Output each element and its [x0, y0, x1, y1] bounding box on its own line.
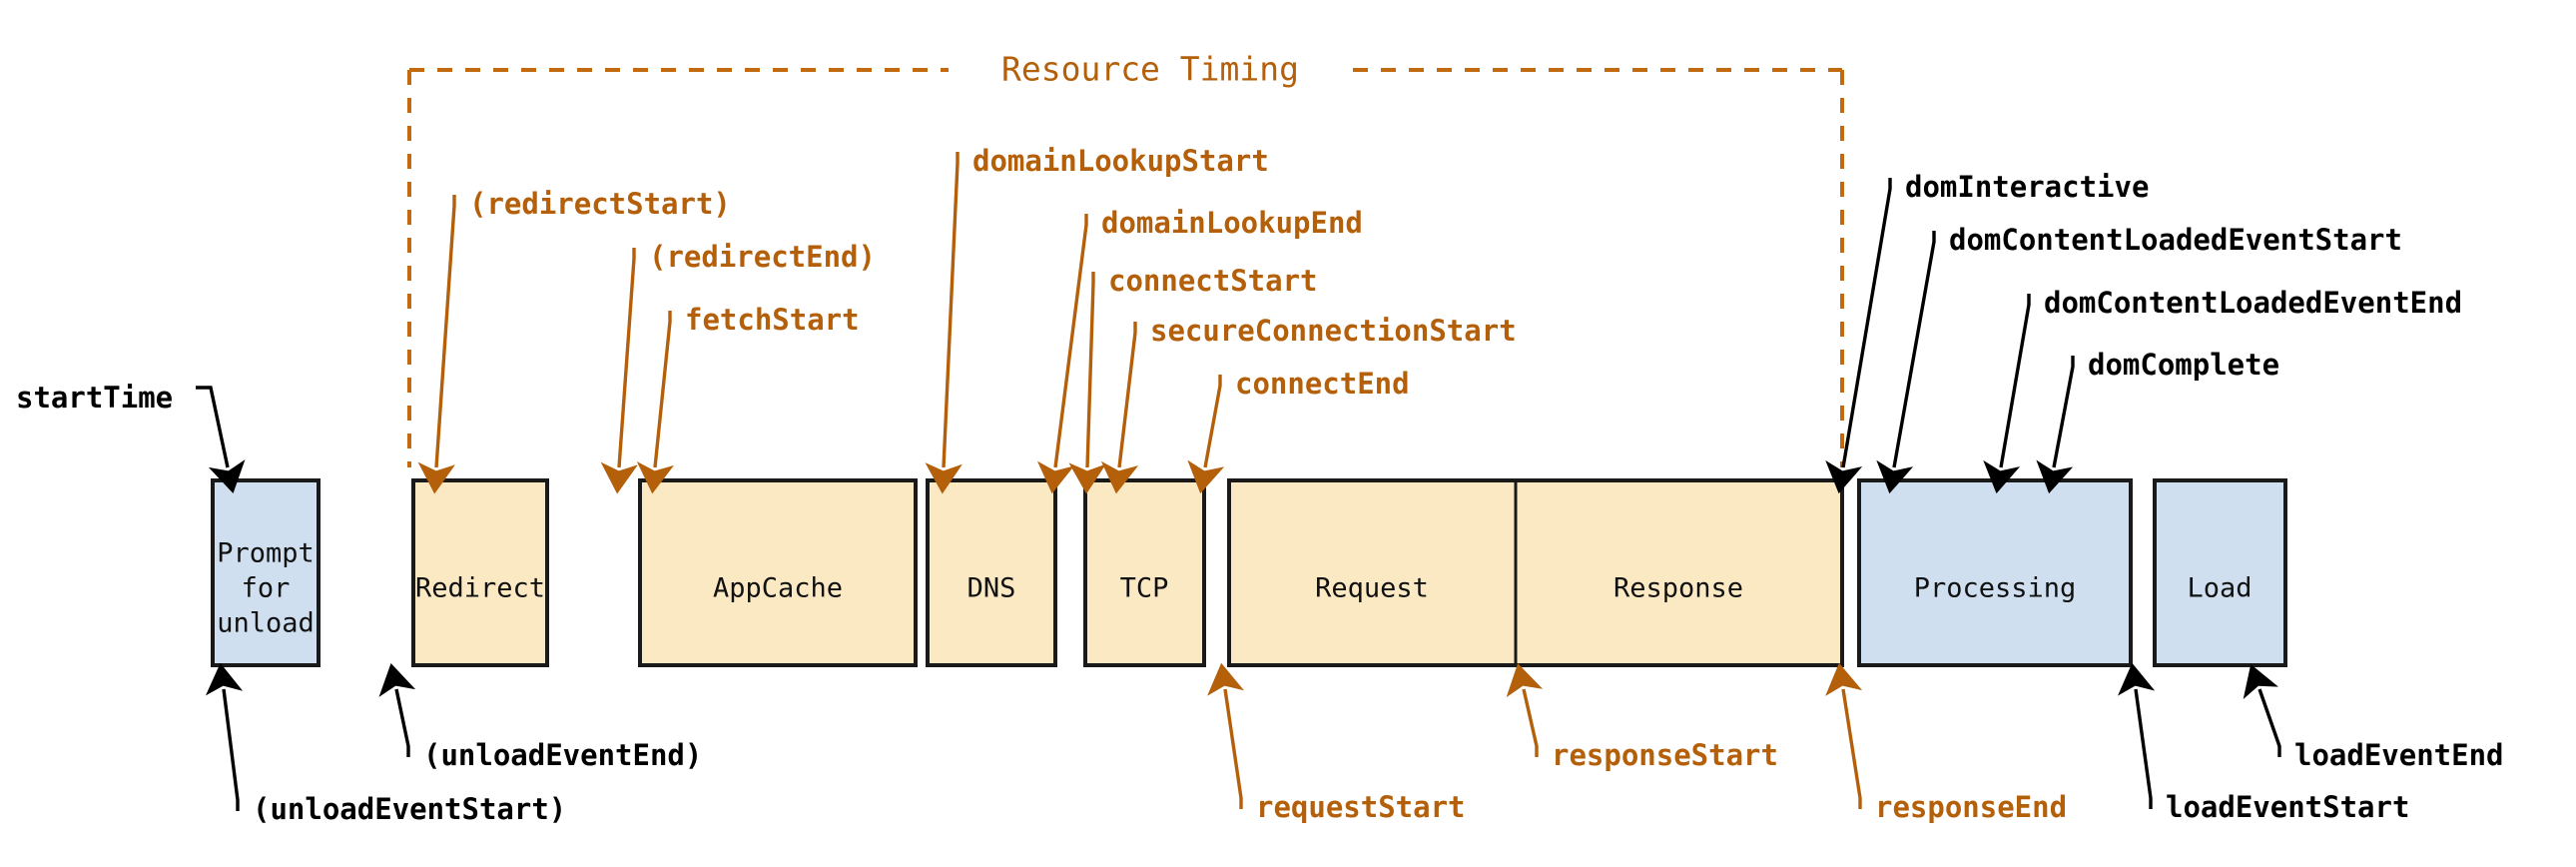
- phase-box-prompt-for-unload[interactable]: [211, 478, 321, 667]
- phase-box-load[interactable]: [2153, 478, 2287, 667]
- mark-label-loadEventStart: loadEventStart: [2166, 790, 2409, 824]
- phase-label-load: Load: [2187, 573, 2252, 604]
- mark-leader-domComplete: [2036, 356, 2075, 494]
- phase-box-tcp[interactable]: [1083, 478, 1206, 667]
- mark-label-domInteractive: domInteractive: [1905, 170, 2149, 204]
- mark-label-requestStart: requestStart: [1256, 790, 1466, 824]
- marks-top-black: domInteractive domContentLoadedEventStar…: [1825, 170, 2462, 494]
- mark-label-redirectStart: (redirectStart): [469, 187, 731, 221]
- mark-startTime: startTime: [16, 381, 246, 493]
- mark-label-secureConnectionStart: secureConnectionStart: [1150, 314, 1517, 348]
- phase-box-dns[interactable]: [926, 478, 1057, 667]
- mark-leader-secureConnectionStart: [1100, 322, 1139, 494]
- mark-leader-domainLookupEnd: [1036, 214, 1088, 494]
- marks-bottom: (unloadEventStart) (unloadEventEnd) requ…: [205, 662, 2504, 826]
- mark-label-domComplete: domComplete: [2088, 348, 2279, 382]
- mark-leader-domainLookupStart: [925, 152, 963, 494]
- mark-leader-responseStart: [1506, 663, 1544, 757]
- marks-top-orange: (redirectStart) (redirectEnd) fetchStart…: [417, 144, 1517, 494]
- mark-label-loadEventEnd: loadEventEnd: [2294, 738, 2504, 772]
- mark-label-connectStart: connectStart: [1108, 264, 1318, 298]
- mark-leader-redirectEnd: [600, 248, 638, 494]
- mark-leader-fetchStart: [636, 311, 675, 494]
- mark-label-unloadEventStart: (unloadEventStart): [253, 792, 566, 826]
- phase-label-response: Response: [1613, 573, 1743, 604]
- mark-label-responseStart: responseStart: [1552, 738, 1778, 772]
- mark-leader-connectStart: [1068, 272, 1106, 494]
- phase-label-redirect: Redirect: [415, 573, 545, 604]
- mark-label-connectEnd: connectEnd: [1235, 367, 1410, 401]
- mark-leader-startTime: [196, 386, 246, 493]
- mark-label-unloadEventEnd: (unloadEventEnd): [423, 738, 702, 772]
- mark-leader-requestStart: [1207, 662, 1245, 809]
- phase-box-redirect[interactable]: [411, 478, 549, 667]
- phase-box-processing[interactable]: [1857, 478, 2133, 667]
- phase-label-prompt-line1: Prompt: [217, 538, 315, 569]
- phase-boxes: Prompt for unload Redirect AppCache DNS …: [211, 478, 2287, 667]
- mark-leader-domInteractive: [1825, 178, 1892, 494]
- phase-label-dns: DNS: [967, 573, 1016, 604]
- mark-label-domainLookupStart: domainLookupStart: [972, 144, 1269, 178]
- mark-leader-domContentLoadedEventEnd: [1983, 294, 2031, 494]
- mark-leader-loadEventEnd: [2243, 663, 2281, 757]
- mark-label-redirectEnd: (redirectEnd): [649, 240, 876, 274]
- mark-label-startTime: startTime: [16, 381, 173, 415]
- phase-label-request: Request: [1315, 573, 1429, 604]
- mark-label-domContentLoadedEventStart: domContentLoadedEventStart: [1949, 223, 2402, 257]
- mark-leader-domContentLoadedEventStart: [1876, 231, 1936, 494]
- resource-timing-group: Resource Timing: [407, 50, 1844, 467]
- phase-label-processing: Processing: [1914, 573, 2077, 604]
- mark-label-domContentLoadedEventEnd: domContentLoadedEventEnd: [2044, 286, 2462, 320]
- phase-label-appcache: AppCache: [713, 573, 843, 604]
- phase-label-prompt-line2: for: [242, 573, 291, 604]
- mark-label-fetchStart: fetchStart: [685, 303, 860, 337]
- mark-leader-connectEnd: [1187, 375, 1225, 494]
- phase-label-prompt-line3: unload: [217, 608, 315, 639]
- mark-leader-redirectStart: [417, 195, 456, 494]
- mark-label-responseEnd: responseEnd: [1875, 790, 2067, 824]
- resource-timing-title: Resource Timing: [1001, 50, 1299, 89]
- mark-leader-unloadEventStart: [205, 662, 244, 811]
- mark-leader-loadEventStart: [2118, 662, 2156, 809]
- mark-leader-responseEnd: [1825, 662, 1863, 809]
- mark-leader-unloadEventEnd: [378, 663, 416, 757]
- phase-box-appcache[interactable]: [638, 478, 918, 667]
- mark-label-domainLookupEnd: domainLookupEnd: [1101, 206, 1363, 240]
- phase-label-tcp: TCP: [1120, 573, 1169, 604]
- phase-box-request-response[interactable]: [1227, 478, 1844, 667]
